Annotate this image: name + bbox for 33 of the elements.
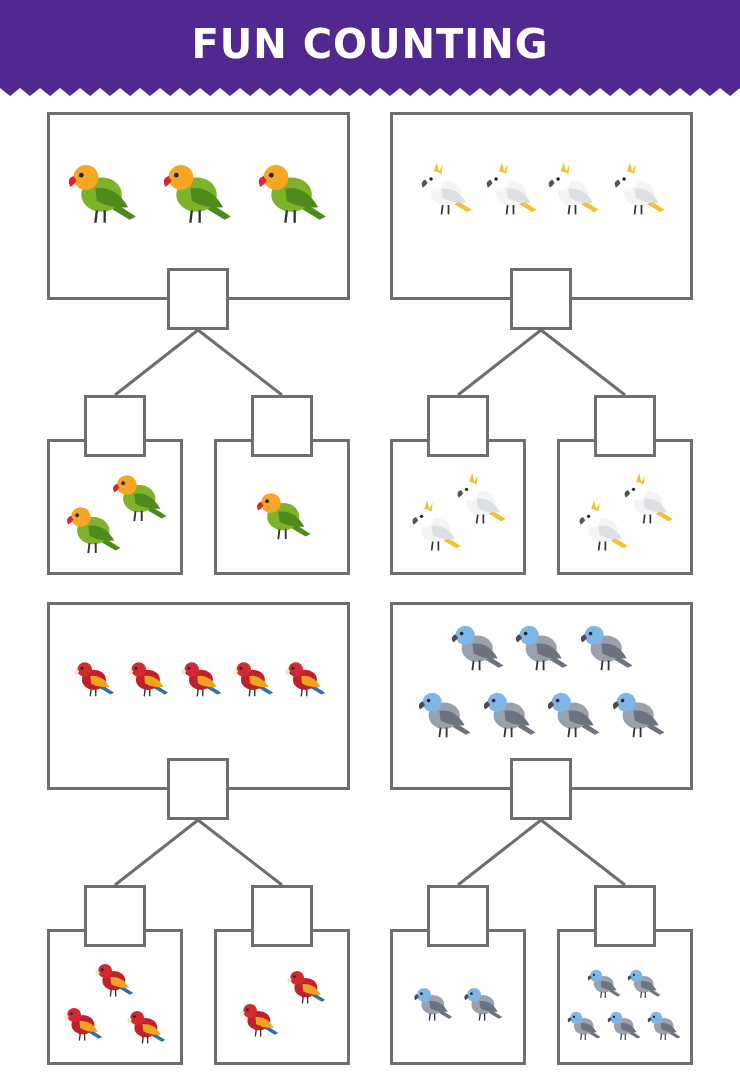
picture-frame [390,929,526,1065]
picture-frame [390,439,526,575]
picture-frame [47,929,183,1065]
answer-box [510,268,572,330]
connector-line [540,328,626,397]
connector-line [457,818,542,887]
connector-line [197,328,283,397]
answer-box [84,885,146,947]
picture-frame [390,112,693,300]
answer-box [251,395,313,457]
answer-box [594,885,656,947]
answer-box [594,395,656,457]
picture-frame [557,439,693,575]
picture-frame [214,929,350,1065]
picture-frame [557,929,693,1065]
answer-box [510,758,572,820]
answer-box [427,395,489,457]
picture-frame [47,439,183,575]
connector-line [114,818,199,887]
picture-frame [390,602,693,790]
answer-box [167,268,229,330]
answer-box [251,885,313,947]
connector-line [457,328,542,397]
picture-frame [47,112,350,300]
title: FUN COUNTING [191,21,549,67]
connector-line [197,818,283,887]
answer-box [427,885,489,947]
answer-box [167,758,229,820]
connector-line [540,818,626,887]
answer-box [84,395,146,457]
picture-frame [214,439,350,575]
connector-line [114,328,199,397]
picture-frame [47,602,350,790]
